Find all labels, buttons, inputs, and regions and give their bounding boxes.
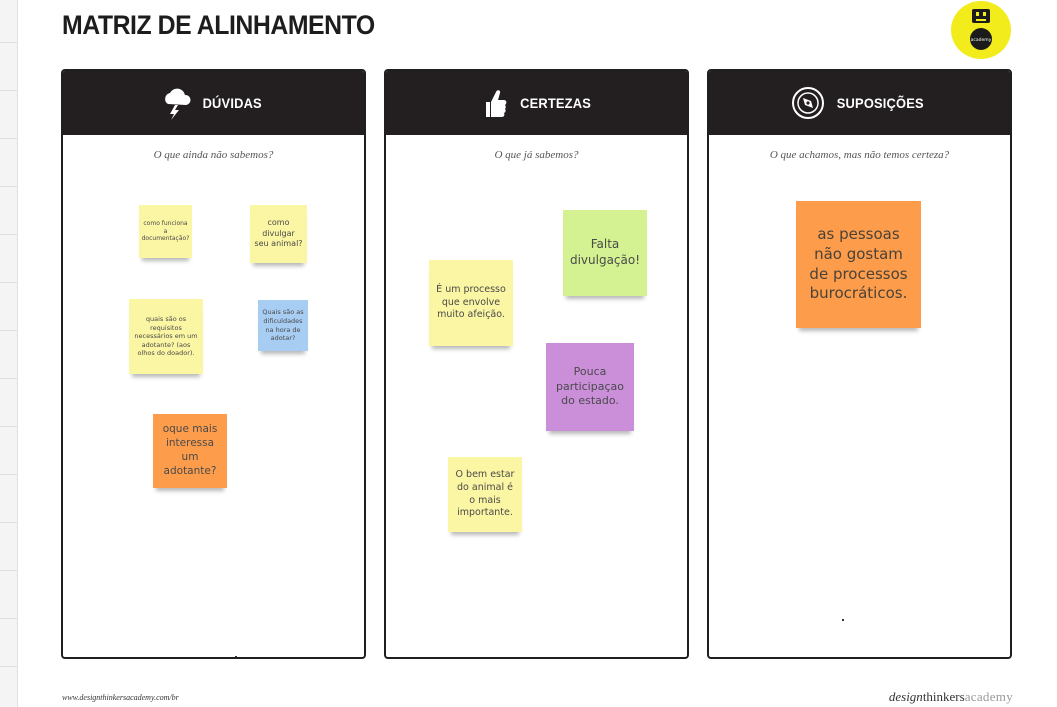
sticky-note[interactable]: É um processo que envolve muito afeição.: [429, 260, 513, 346]
column-duvidas: DÚVIDAS O que ainda não sabemos? como fu…: [61, 69, 366, 659]
rail-divider: [0, 234, 17, 235]
sticky-note[interactable]: Quais são as dificuldades na hora de ado…: [258, 300, 308, 351]
academy-logo[interactable]: academy: [951, 1, 1011, 59]
rail-divider: [0, 378, 17, 379]
brand-part-design: design: [888, 689, 923, 704]
rail-divider: [0, 474, 17, 475]
rail-divider: [0, 522, 17, 523]
thumbs-up-icon: [485, 90, 507, 117]
column-suposicoes: SUPOSIÇÕES O que achamos, mas não temos …: [707, 69, 1012, 659]
column-header: SUPOSIÇÕES: [709, 71, 1010, 135]
rail-divider: [0, 618, 17, 619]
column-title: DÚVIDAS: [202, 95, 263, 111]
rail-divider: [0, 42, 17, 43]
sticky-note[interactable]: as pessoas não gostam de processos buroc…: [796, 201, 921, 328]
column-title: SUPOSIÇÕES: [836, 95, 925, 111]
rail-divider: [0, 186, 17, 187]
sticky-note[interactable]: O bem estar do animal é o mais important…: [448, 457, 522, 532]
page-title: MATRIZ DE ALINHAMENTO: [62, 10, 375, 40]
footer-url[interactable]: www.designthinkersacademy.com/br: [62, 693, 179, 702]
column-subtitle: O que achamos, mas não temos certeza?: [769, 149, 950, 161]
sticky-note[interactable]: Falta divulgação!: [563, 210, 647, 296]
column-subtitle: O que já sabemos?: [494, 149, 579, 161]
rail-divider: [0, 570, 17, 571]
column-title: CERTEZAS: [520, 95, 591, 111]
compass-icon: [792, 87, 825, 119]
rail-divider: [0, 666, 17, 667]
rail-divider: [0, 426, 17, 427]
sticky-note[interactable]: oque mais interessa um adotante?: [153, 414, 227, 488]
sticky-note[interactable]: quais são os requisitos necessários em u…: [129, 299, 203, 374]
canvas-dot: [842, 619, 844, 621]
column-certezas: CERTEZAS O que já sabemos? Falta divulga…: [384, 69, 689, 659]
brand-part-thinkers: thinkers: [922, 689, 965, 704]
canvas-dot: [235, 656, 237, 657]
sticky-note[interactable]: Pouca participaçao do estado.: [546, 343, 634, 431]
academy-logo-icon: academy: [970, 9, 992, 50]
rail-divider: [0, 282, 17, 283]
logo-text: academy: [971, 37, 992, 43]
column-subtitle: O que ainda não sabemos?: [153, 149, 274, 161]
left-toolbar-rail: [0, 0, 18, 707]
sticky-note[interactable]: como divulgar seu animal?: [250, 205, 307, 263]
column-header: CERTEZAS: [386, 71, 687, 135]
rail-divider: [0, 138, 17, 139]
brand-part-academy: academy: [964, 689, 1013, 704]
column-header: DÚVIDAS: [63, 71, 364, 135]
rail-divider: [0, 90, 17, 91]
rail-divider: [0, 330, 17, 331]
storm-cloud-icon: [165, 88, 191, 120]
sticky-note[interactable]: como funciona a documentação?: [139, 205, 192, 258]
